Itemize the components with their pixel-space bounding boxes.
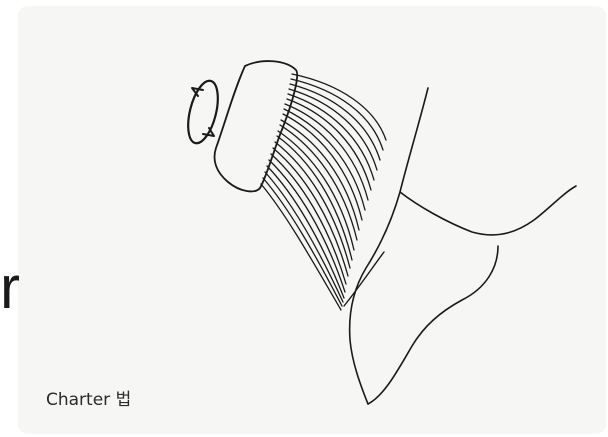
- figure-caption: Charter 법: [46, 385, 131, 410]
- cropped-edge-text: r: [0, 258, 20, 318]
- gingiva-outline: [344, 252, 384, 306]
- toothbrush-head-icon: [215, 61, 298, 191]
- circular-arrow-icon: [183, 78, 224, 146]
